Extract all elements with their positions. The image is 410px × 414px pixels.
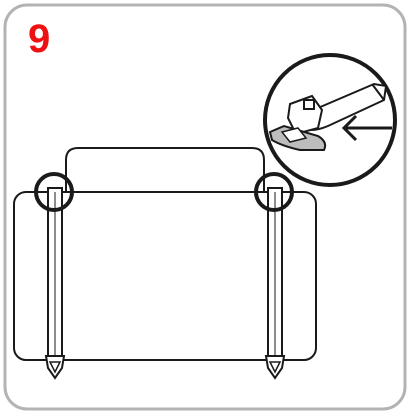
left-highlight-circle	[34, 172, 74, 212]
left-leg	[44, 187, 66, 380]
right-leg	[264, 187, 286, 380]
detail-callout-icon	[263, 53, 397, 187]
right-highlight-circle	[254, 172, 294, 212]
chair-backrest	[65, 147, 265, 195]
chair-body	[13, 191, 317, 361]
arrow-left-icon	[341, 114, 392, 142]
step-number: 9	[28, 17, 51, 61]
